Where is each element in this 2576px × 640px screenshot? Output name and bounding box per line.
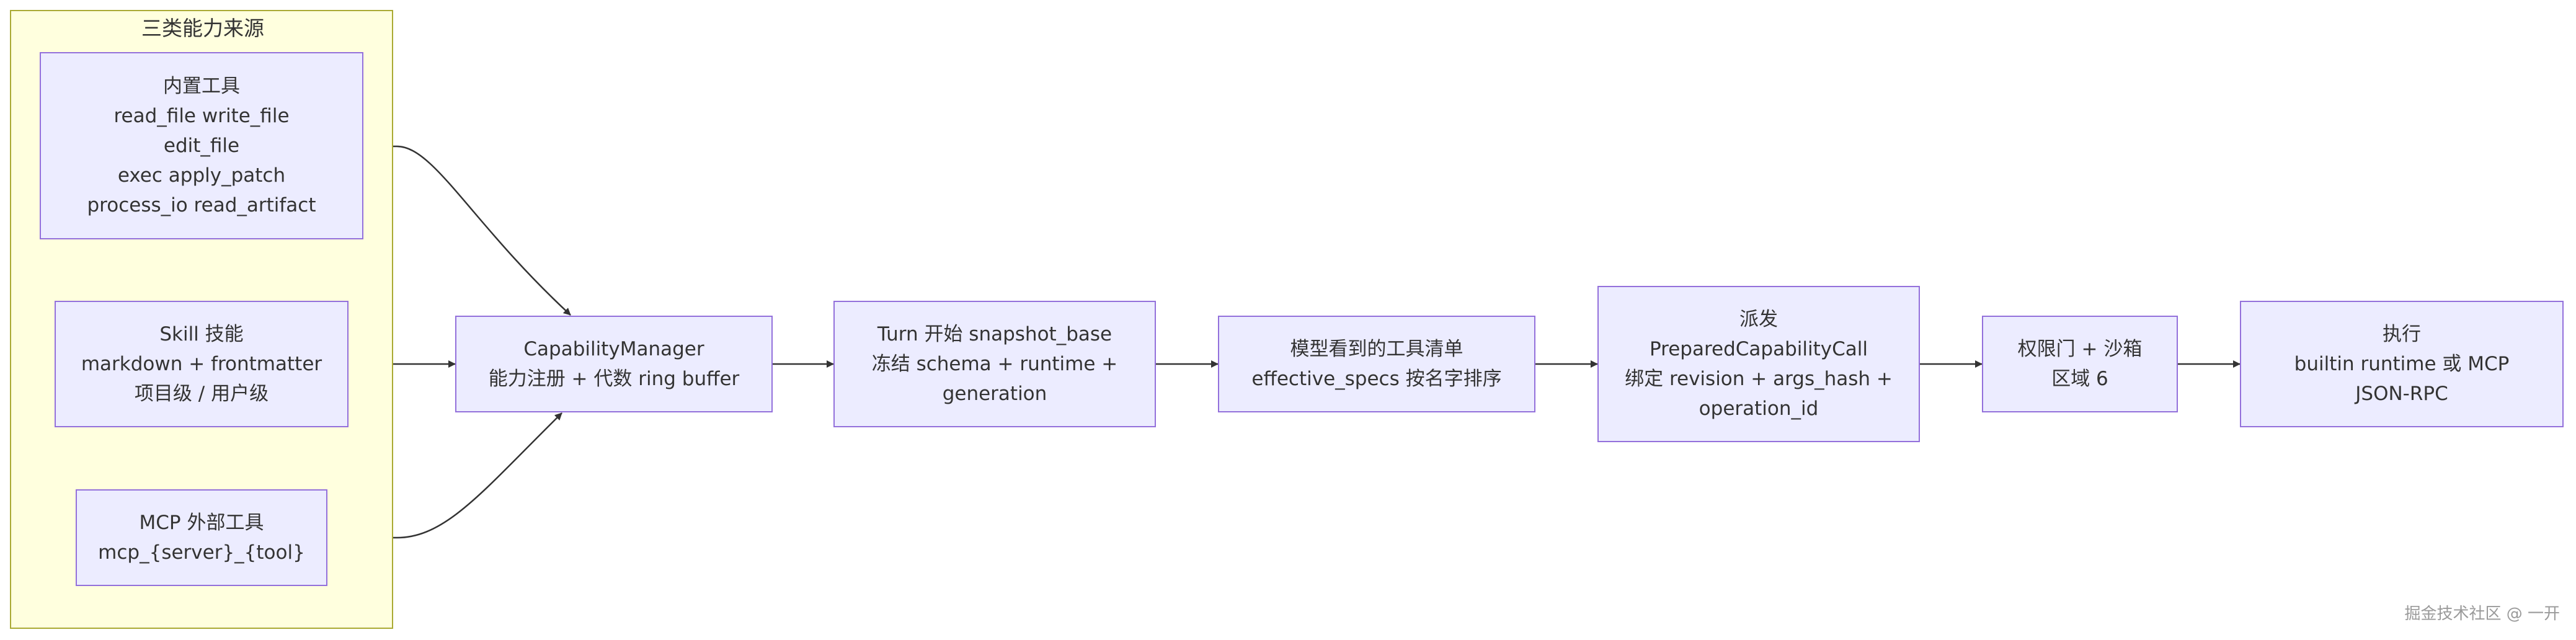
node-line: 权限门 + 沙箱 xyxy=(2017,338,2143,360)
node-line: operation_id xyxy=(1699,398,1819,420)
capability-manager-node: CapabilityManager 能力注册 + 代数 ring buffer xyxy=(455,316,773,412)
node-line: JSON-RPC xyxy=(2355,383,2448,405)
permission-gate-node: 权限门 + 沙箱 区域 6 xyxy=(1982,316,2178,412)
node-line: generation xyxy=(942,383,1047,405)
node-line: read_file write_file xyxy=(113,105,290,127)
node-line: 派发 xyxy=(1739,308,1778,331)
dispatch-node: 派发 PreparedCapabilityCall 绑定 revision + … xyxy=(1597,286,1920,442)
node-line: builtin runtime 或 MCP xyxy=(2294,353,2510,375)
effective-specs-node: 模型看到的工具清单 effective_specs 按名字排序 xyxy=(1218,316,1535,412)
node-line: process_io read_artifact xyxy=(87,194,316,216)
node-line: 模型看到的工具清单 xyxy=(1290,338,1463,360)
node-line: Turn 开始 snapshot_base xyxy=(877,323,1113,345)
skill-node: Skill 技能 markdown + frontmatter 项目级 / 用户… xyxy=(55,301,349,427)
group-title: 三类能力来源 xyxy=(141,16,264,40)
node-line: exec apply_patch xyxy=(117,164,286,187)
mcp-tools-node: MCP 外部工具 mcp_{server}_{tool} xyxy=(76,489,327,586)
node-line: markdown + frontmatter xyxy=(81,353,322,375)
node-line: edit_file xyxy=(163,135,240,157)
node-line: MCP 外部工具 xyxy=(139,512,264,534)
node-line: 能力注册 + 代数 ring buffer xyxy=(488,368,740,390)
turn-snapshot-node: Turn 开始 snapshot_base 冻结 schema + runtim… xyxy=(833,301,1156,427)
node-line: effective_specs 按名字排序 xyxy=(1251,368,1502,390)
node-line: 冻结 schema + runtime + xyxy=(871,353,1118,375)
node-line: mcp_{server}_{tool} xyxy=(98,541,305,564)
node-line: 执行 xyxy=(2383,323,2421,345)
watermark: 掘金技术社区 @ 一开 xyxy=(2404,605,2560,623)
node-line: 项目级 / 用户级 xyxy=(134,383,269,405)
execute-node: 执行 builtin runtime 或 MCP JSON-RPC xyxy=(2240,301,2564,427)
node-line: PreparedCapabilityCall xyxy=(1650,338,1868,360)
node-line: 绑定 revision + args_hash + xyxy=(1625,368,1893,390)
edge-mcp-to-manager xyxy=(327,412,562,539)
node-line: Skill 技能 xyxy=(159,323,244,345)
node-line: 区域 6 xyxy=(2051,368,2108,390)
node-line: CapabilityManager xyxy=(523,338,704,360)
node-line: 内置工具 xyxy=(163,75,240,97)
edge-builtin-to-manager xyxy=(363,145,571,316)
builtin-tools-node: 内置工具 read_file write_file edit_file exec… xyxy=(40,52,363,239)
